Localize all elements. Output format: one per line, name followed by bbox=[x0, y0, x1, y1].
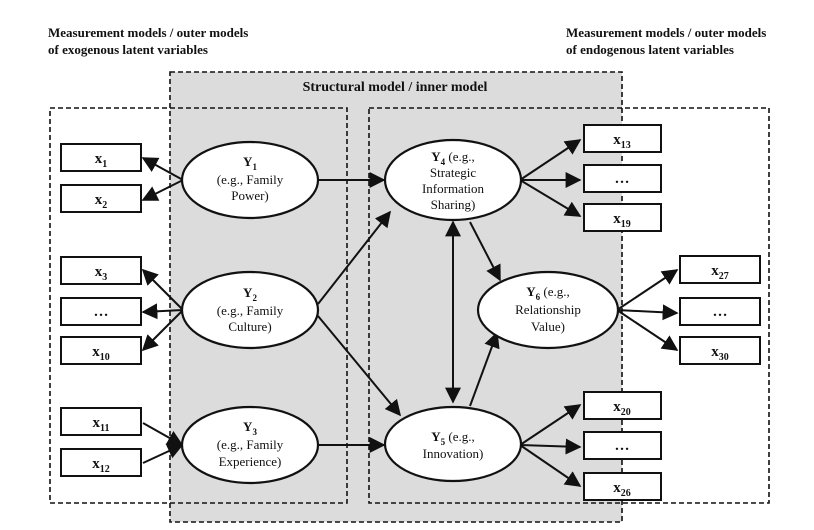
construct-y4-line1: Y4 (e.g., bbox=[431, 149, 475, 167]
exogenous-header: Measurement models / outer models of exo… bbox=[48, 24, 248, 58]
construct-y4-line3: Information bbox=[422, 181, 485, 196]
path-y1-x1 bbox=[141, 157, 184, 181]
path-y5-x26 bbox=[519, 444, 582, 487]
indicator-box-dots-c bbox=[679, 297, 761, 326]
construct-y2-symbol: Y2 bbox=[243, 285, 257, 303]
exogenous-measurement-region bbox=[49, 107, 348, 504]
path-x12-y3 bbox=[142, 443, 184, 464]
construct-y6-line1: Y6 (e.g., bbox=[526, 284, 570, 302]
path-x11-y3 bbox=[142, 422, 184, 446]
path-y5-y6 bbox=[469, 331, 500, 407]
path-y1-x2 bbox=[141, 179, 184, 201]
indicator-box-x19 bbox=[583, 203, 662, 232]
path-y2-x10 bbox=[141, 309, 184, 352]
indicator-box-x20 bbox=[583, 391, 662, 420]
construct-ellipse-y6 bbox=[476, 270, 620, 350]
exogenous-header-line1: Measurement models / outer models bbox=[48, 25, 249, 40]
indicator-label-x30: x30 bbox=[711, 344, 729, 363]
construct-ellipse-y1 bbox=[180, 140, 320, 220]
construct-y1-symbol: Y1 bbox=[243, 154, 257, 172]
indicator-label-x27: x27 bbox=[711, 263, 729, 282]
path-y4-y6 bbox=[469, 221, 501, 282]
construct-y2-line3: Culture) bbox=[228, 319, 271, 334]
path-y4-x19 bbox=[519, 179, 582, 217]
path-y2-y5 bbox=[317, 315, 402, 417]
endogenous-header-line2: of endogenous latent variables bbox=[566, 42, 734, 57]
path-y5-x20 bbox=[519, 404, 582, 446]
indicator-label-x12: x12 bbox=[92, 456, 110, 475]
indicator-box-x26 bbox=[583, 472, 662, 501]
indicator-label-x1: x1 bbox=[95, 151, 108, 170]
construct-ellipse-y2 bbox=[180, 270, 320, 350]
path-y2-y4 bbox=[317, 210, 391, 305]
construct-ellipse-y3 bbox=[180, 405, 320, 485]
construct-y1-line3: Power) bbox=[231, 188, 269, 203]
indicator-box-x12 bbox=[60, 448, 142, 477]
indicator-box-x27 bbox=[679, 255, 761, 284]
endogenous-measurement-region bbox=[368, 107, 770, 504]
indicator-box-dots-b bbox=[583, 164, 662, 193]
indicator-box-x30 bbox=[679, 336, 761, 365]
indicator-label-x10: x10 bbox=[92, 344, 110, 363]
path-y6-x27 bbox=[616, 269, 679, 311]
endogenous-header: Measurement models / outer models of end… bbox=[566, 24, 766, 58]
path-y6-xdots bbox=[616, 304, 679, 321]
path-y6-x30 bbox=[616, 309, 679, 351]
indicator-box-dots-d bbox=[583, 431, 662, 460]
indicator-label-dots-a: … bbox=[94, 304, 109, 320]
indicator-label-x2: x2 bbox=[95, 192, 108, 211]
indicator-box-x2 bbox=[60, 184, 142, 213]
construct-y6-line3: Value) bbox=[531, 319, 565, 334]
construct-y6-line2: Relationship bbox=[515, 302, 581, 317]
path-y5-xdots bbox=[519, 438, 582, 455]
indicator-label-dots-c: … bbox=[713, 304, 728, 320]
indicator-label-x11: x11 bbox=[93, 415, 110, 434]
path-y2-x3 bbox=[141, 268, 184, 311]
indicator-label-dots-b: … bbox=[615, 171, 630, 187]
construct-y5-line1: Y5 (e.g., bbox=[431, 429, 475, 447]
indicator-label-x13: x13 bbox=[613, 132, 631, 151]
indicator-label-x26: x26 bbox=[613, 480, 631, 499]
indicator-label-x20: x20 bbox=[613, 399, 631, 418]
indicator-box-dots-a bbox=[60, 297, 142, 326]
structural-model-title: Structural model / inner model bbox=[302, 80, 488, 95]
indicator-box-x10 bbox=[60, 336, 142, 365]
indicator-box-x11 bbox=[60, 407, 142, 436]
exogenous-header-line2: of exogenous latent variables bbox=[48, 42, 208, 57]
construct-y3-line2: (e.g., Family bbox=[217, 437, 284, 452]
indicator-box-x3 bbox=[60, 256, 142, 285]
indicator-label-x19: x19 bbox=[613, 211, 631, 230]
construct-ellipse-y5 bbox=[383, 405, 523, 483]
construct-y3-symbol: Y3 bbox=[243, 419, 257, 437]
path-y2-xdots bbox=[141, 303, 184, 320]
indicator-label-x3: x3 bbox=[95, 264, 108, 283]
path-y4-x13 bbox=[519, 139, 582, 181]
indicator-label-dots-d: … bbox=[615, 438, 630, 454]
construct-y3-line3: Experience) bbox=[219, 454, 282, 469]
construct-y4-line2: Strategic bbox=[430, 165, 476, 180]
construct-y2-line2: (e.g., Family bbox=[217, 303, 284, 318]
indicator-box-x13 bbox=[583, 124, 662, 153]
construct-ellipse-y4 bbox=[383, 138, 523, 222]
construct-y1-line2: (e.g., Family bbox=[217, 172, 284, 187]
construct-y5-line2: Innovation) bbox=[423, 446, 484, 461]
endogenous-header-line1: Measurement models / outer models bbox=[566, 25, 767, 40]
construct-y4-line4: Sharing) bbox=[431, 197, 476, 212]
indicator-box-x1 bbox=[60, 143, 142, 172]
